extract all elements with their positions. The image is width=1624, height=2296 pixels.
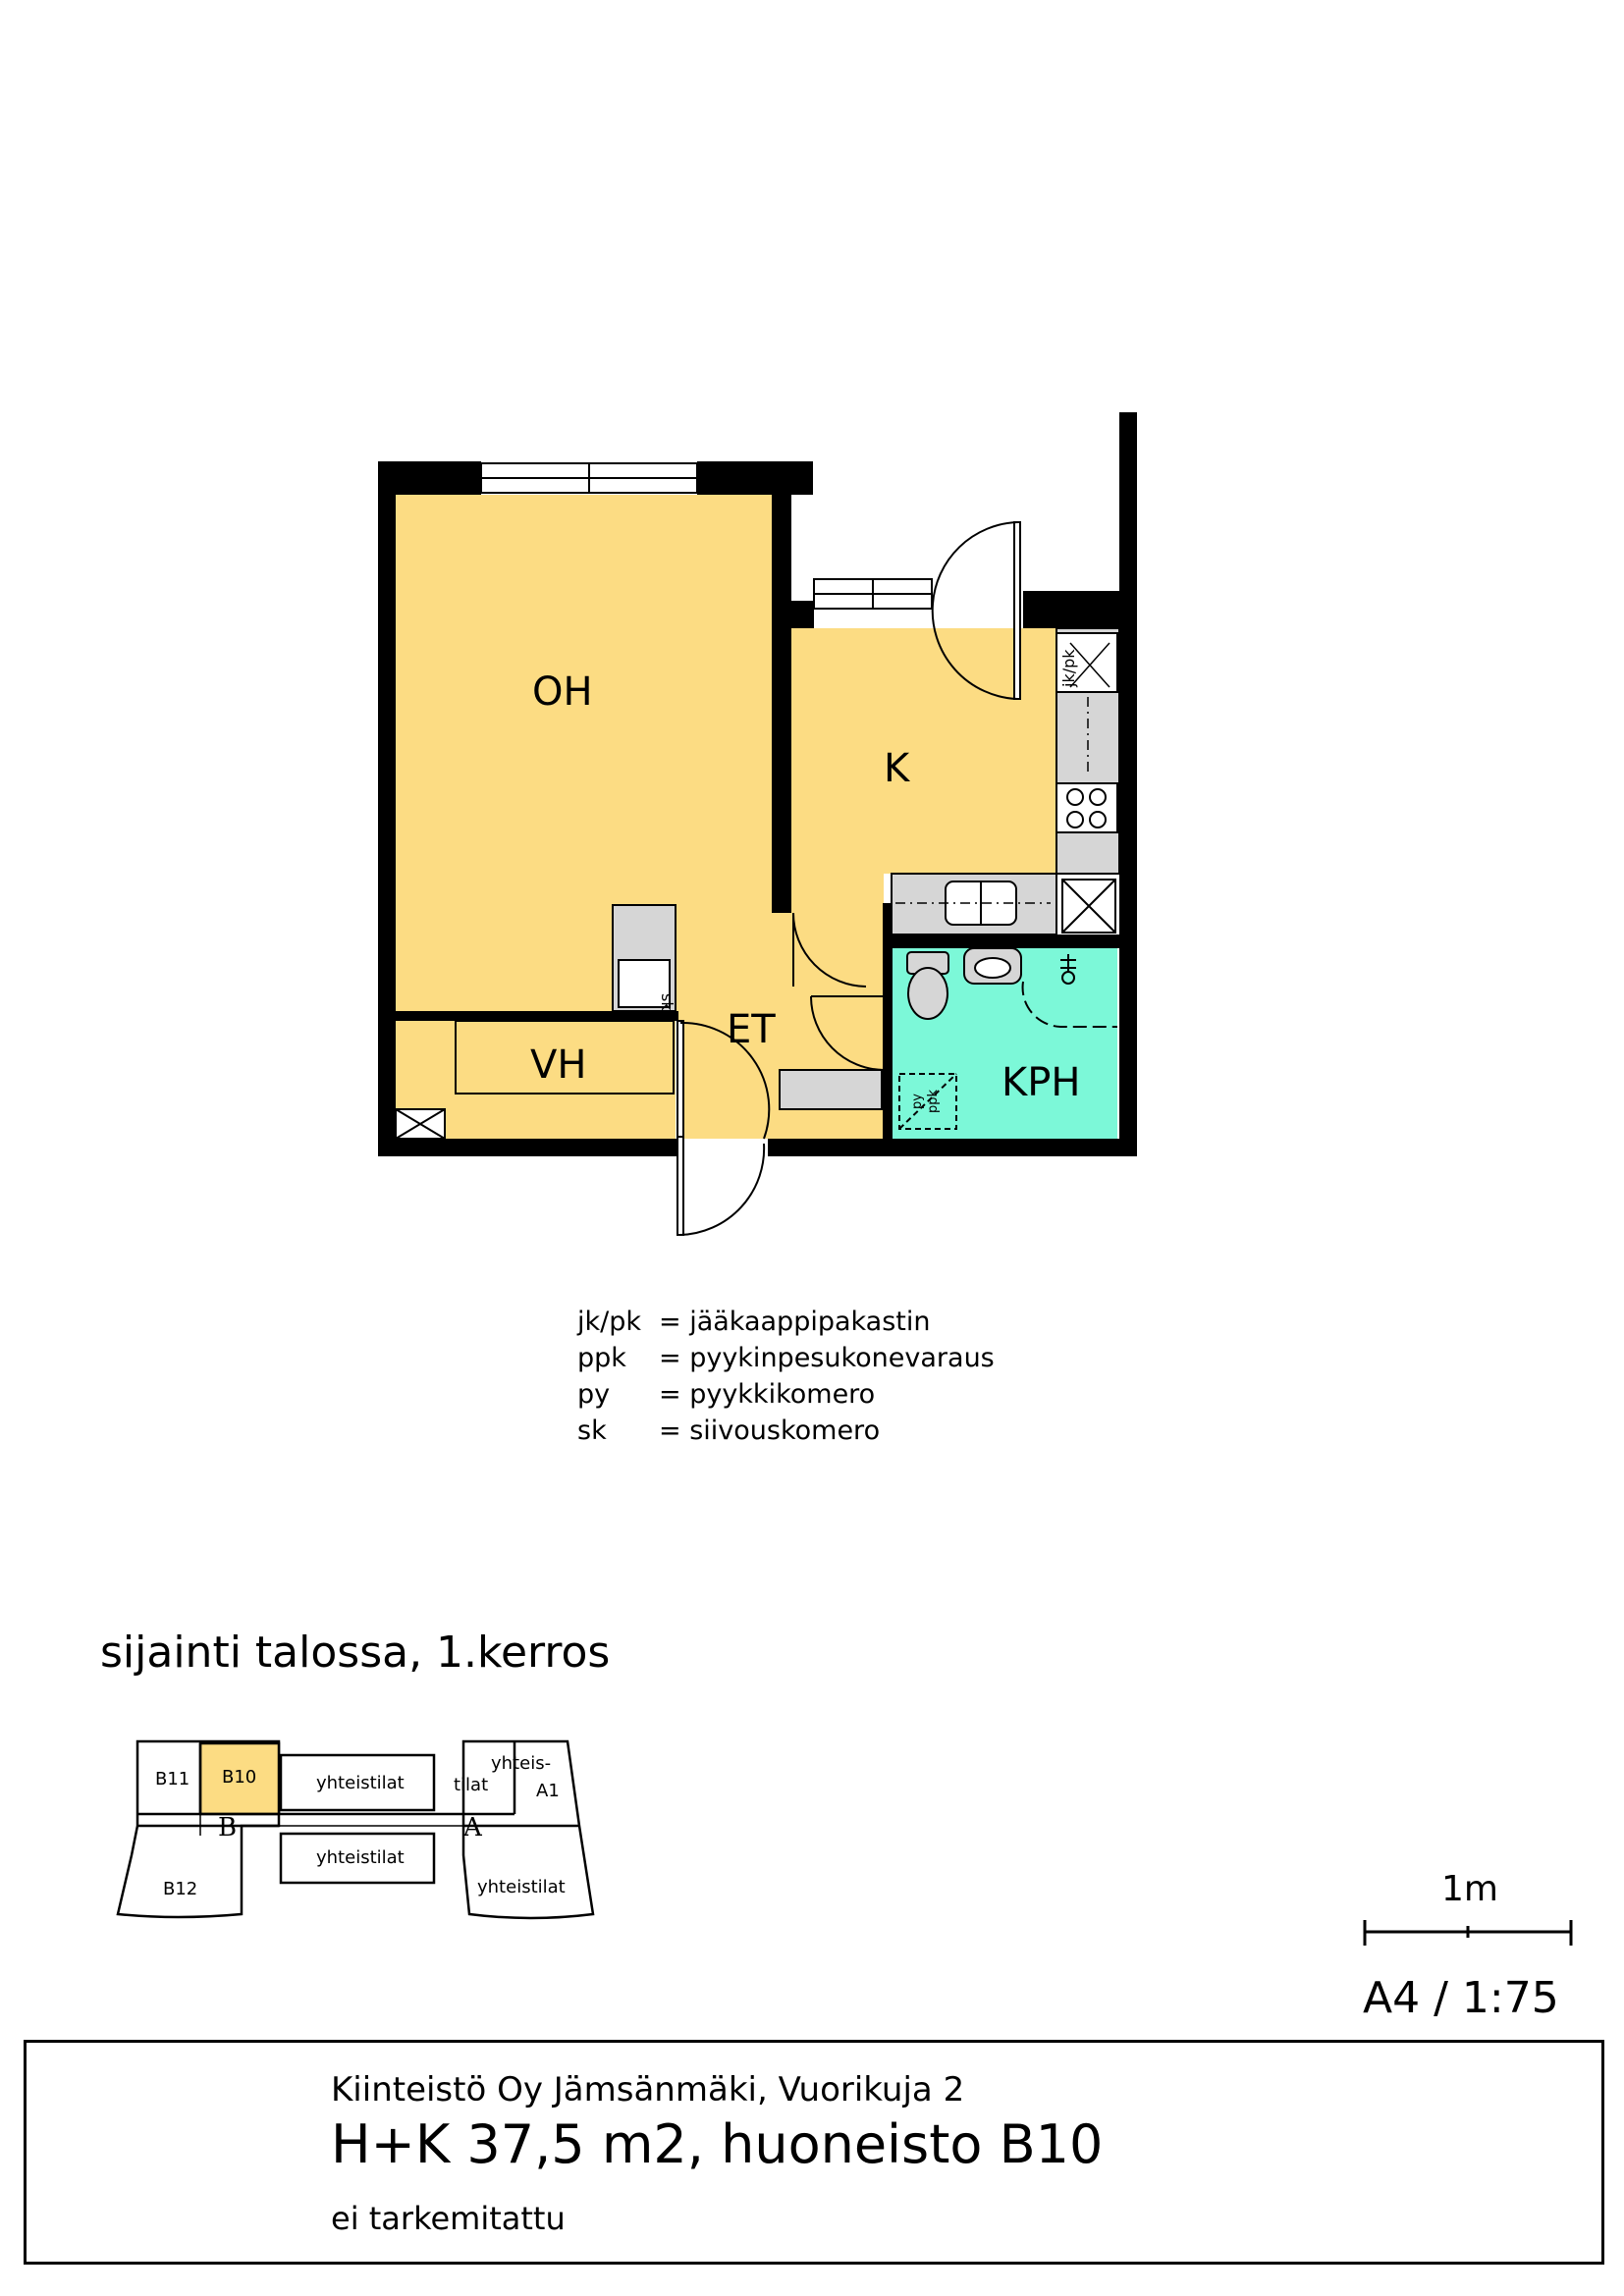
unit-b11: B11	[155, 1769, 189, 1789]
unit-b12: B12	[163, 1879, 197, 1899]
title-apartment: H+K 37,5 m2, huoneisto B10	[331, 2113, 1104, 2175]
label-sk: sk	[658, 993, 677, 1011]
wall-top-k-right	[1023, 591, 1119, 628]
wall-left	[378, 461, 396, 1156]
legend: jk/pk = jääkaappipakastin ppk = pyykinpe…	[576, 1307, 995, 1446]
legend-abbr-1: ppk	[577, 1343, 626, 1373]
scale-bar	[1363, 1920, 1573, 1946]
wall-right-tall	[1119, 412, 1137, 1156]
key-plan	[116, 1739, 595, 1920]
yht-center-bottom	[279, 1832, 436, 1885]
legend-abbr-0: jk/pk	[576, 1307, 641, 1337]
door-entry-leaf-2	[677, 1020, 684, 1138]
yht-center-top	[279, 1753, 436, 1812]
wall-bottom-left	[378, 1139, 677, 1156]
unit-yht-3: yhteistilat	[477, 1877, 566, 1897]
room-label-et: ET	[727, 1007, 776, 1052]
title-property: Kiinteistö Oy Jämsänmäki, Vuorikuja 2	[331, 2070, 965, 2109]
closet-vh-shelf	[455, 1020, 675, 1095]
room-label-vh: VH	[530, 1042, 586, 1088]
unit-yht-4b: tilat	[454, 1775, 488, 1795]
title-note: ei tarkemitattu	[331, 2200, 566, 2237]
wall-et-kph	[883, 903, 893, 1139]
doors	[677, 521, 1021, 1236]
key-plan-right-block	[461, 1739, 595, 1920]
door-entry-leaf	[677, 1136, 684, 1236]
windows	[480, 462, 933, 610]
wall-oh-k	[772, 461, 791, 913]
room-label-k: K	[884, 746, 911, 791]
walls	[378, 412, 1137, 1156]
label-jk-pk: jk/pk	[1059, 649, 1078, 688]
closets	[395, 904, 883, 1140]
legend-abbr-2: py	[577, 1379, 610, 1410]
door-oh-arc	[792, 912, 867, 988]
unit-yht-1: yhteistilat	[316, 1773, 405, 1793]
unit-yht-2: yhteistilat	[316, 1847, 405, 1868]
legend-desc-2: = pyykkikomero	[659, 1379, 875, 1410]
wall-vh-top	[396, 1011, 678, 1021]
unit-yht-4a: yhteis-	[491, 1753, 551, 1774]
label-ppk: ppk	[926, 1089, 941, 1113]
wall-kph-top	[883, 934, 1119, 948]
et-shelf	[779, 1069, 883, 1110]
bathroom-fixtures	[898, 947, 1117, 1130]
stove	[1056, 782, 1118, 833]
legend-desc-1: = pyykinpesukonevaraus	[659, 1343, 995, 1373]
kitchen-fixtures	[891, 627, 1120, 935]
unit-a1: A1	[536, 1781, 560, 1801]
shower-curve	[1021, 981, 1117, 1028]
title-block: Kiinteistö Oy Jämsänmäki, Vuorikuja 2 H+…	[24, 2040, 1604, 2265]
legend-desc-3: = siivouskomero	[659, 1415, 880, 1446]
door-kitchen-leaf	[1013, 521, 1021, 700]
wall-top-oh-right	[697, 461, 813, 495]
location-title: sijainti talossa, 1.kerros	[100, 1628, 611, 1678]
door-kitchen-arc	[931, 521, 1018, 700]
wall-top-oh-left	[378, 461, 481, 495]
washer-space	[898, 1073, 957, 1130]
room-label-oh: OH	[532, 669, 593, 715]
scale-sheet-label: A4 / 1:75	[1363, 1973, 1559, 2023]
wall-top-k-left	[790, 601, 814, 628]
door-kph-arc	[810, 995, 885, 1071]
wall-bottom-right	[768, 1139, 1137, 1156]
unit-b10-highlight	[198, 1741, 281, 1816]
scale-bar-label: 1m	[1441, 1869, 1498, 1909]
door-entry-arc	[679, 1143, 766, 1236]
stair-a: A	[462, 1813, 483, 1842]
key-plan-labels: B11 B10 yhteistilat yhteis- tilat A1 B A…	[155, 1753, 566, 1899]
label-py: py	[910, 1094, 925, 1109]
room-label-kph: KPH	[1001, 1060, 1080, 1105]
stair-b: B	[218, 1813, 237, 1842]
door-vh-arc	[679, 1021, 771, 1140]
legend-abbr-3: sk	[577, 1415, 607, 1446]
unit-b10: B10	[222, 1767, 256, 1788]
legend-desc-0: = jääkaappipakastin	[659, 1307, 931, 1337]
